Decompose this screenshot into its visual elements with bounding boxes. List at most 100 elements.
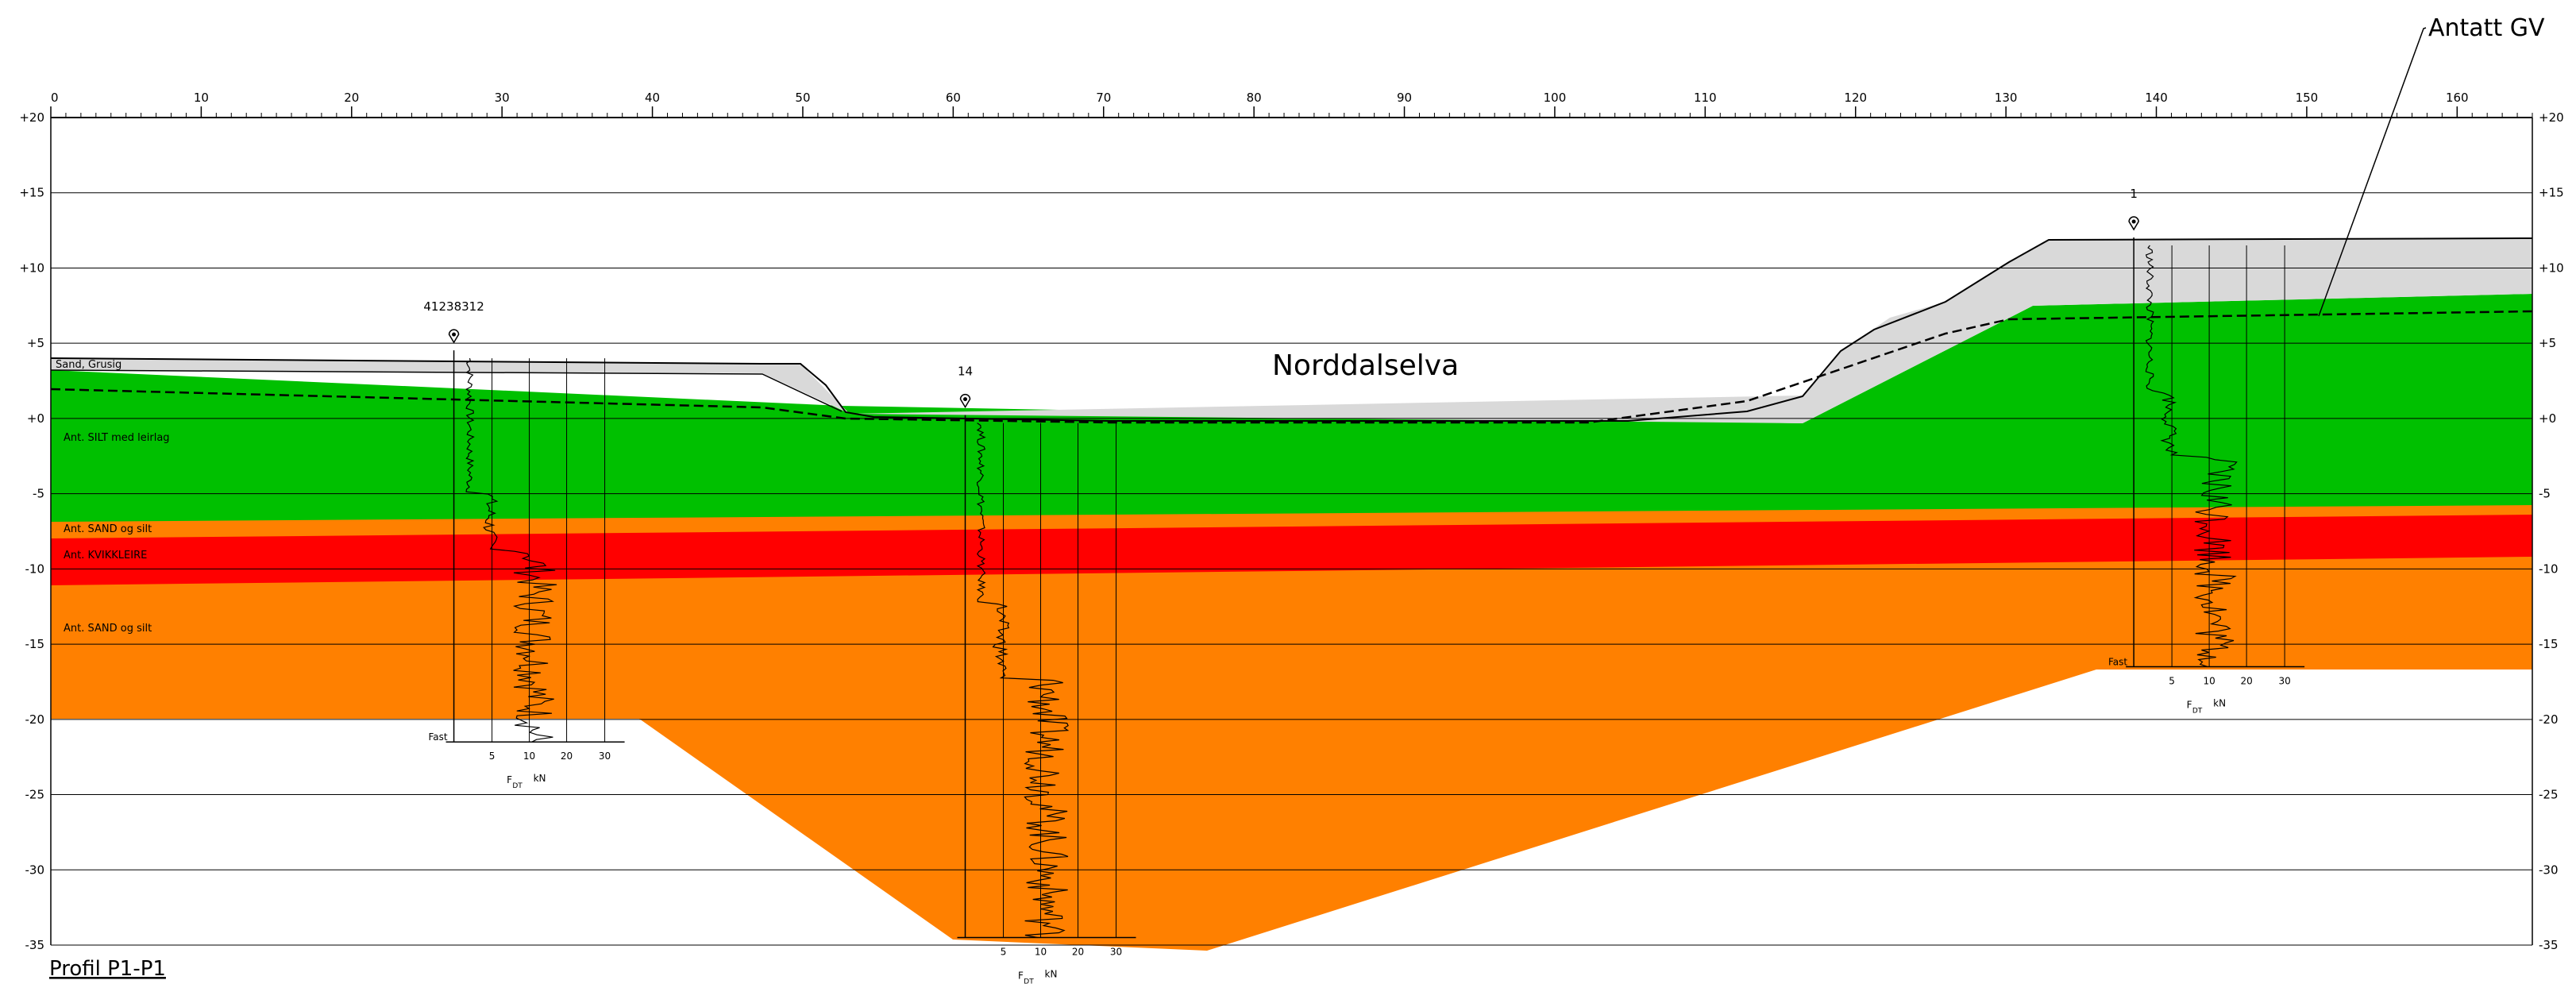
force-axis-sub: DT xyxy=(1024,978,1034,984)
borehole-id: 41238312 xyxy=(423,299,484,314)
gw-line xyxy=(50,310,2533,424)
force-scale-label: 20 xyxy=(561,751,573,762)
force-scale-label: 5 xyxy=(2169,676,2175,687)
y-tick-label-left: +20 xyxy=(19,110,44,125)
orange-upper-fill xyxy=(51,504,2532,538)
soil-label-sand-silt-upper: Ant. SAND og silt xyxy=(64,523,152,535)
y-tick-label-right: -35 xyxy=(2539,938,2559,952)
y-axis-left-ticks: +20+15+10+5+0-5-10-15-20-25-30-35 xyxy=(19,110,44,952)
force-scale-label: 30 xyxy=(599,751,611,762)
soil-label-quickclay: Ant. KVIKKLEIRE xyxy=(64,550,147,561)
borehole-marker-dot xyxy=(452,332,457,337)
profile-title: Profil P1-P1 xyxy=(49,957,166,981)
borehole-marker-dot xyxy=(2131,219,2136,224)
y-tick-label-left: -35 xyxy=(25,938,45,952)
borehole-marker-dot xyxy=(963,397,968,402)
y-tick-label-right: +10 xyxy=(2539,260,2564,275)
y-tick-label-right: -15 xyxy=(2539,637,2559,651)
sand-top-band xyxy=(51,359,762,373)
y-tick-label-left: -20 xyxy=(25,712,45,727)
force-axis-sub: DT xyxy=(2192,708,2203,716)
y-tick-label-right: +5 xyxy=(2539,336,2556,350)
y-tick-label-right: +0 xyxy=(2539,411,2556,426)
y-tick-label-right: -5 xyxy=(2539,487,2551,501)
force-axis-sub: DT xyxy=(512,782,523,790)
x-tick-label: 10 xyxy=(194,91,209,105)
x-tick-label: 90 xyxy=(1397,91,1412,105)
force-unit-label: kN xyxy=(2213,698,2226,709)
x-tick-label: 60 xyxy=(946,91,961,105)
y-tick-label-left: +15 xyxy=(19,186,44,200)
axis-frame xyxy=(50,117,2533,945)
sounding-trace xyxy=(2145,245,2238,668)
x-tick-label: 160 xyxy=(2446,91,2469,105)
force-unit-label: kN xyxy=(1045,969,1058,980)
x-tick-label: 140 xyxy=(2145,91,2168,105)
silt-fill xyxy=(51,294,2532,522)
y-tick-label-left: -10 xyxy=(25,561,45,576)
sounding-trace xyxy=(976,423,1070,939)
force-scale-label: 20 xyxy=(1072,947,1084,958)
borehole-id: 14 xyxy=(958,365,973,379)
x-tick-label: 100 xyxy=(1544,91,1567,105)
y-tick-label-left: -30 xyxy=(25,862,45,877)
x-axis-ticks: 0 10 20 30 40 50 60 70 80 90 100 110 120 130 140 150 160 xyxy=(50,91,2533,118)
x-tick-label: 120 xyxy=(1844,91,1867,105)
x-tick-label: 110 xyxy=(1694,91,1717,105)
force-axis-label: F xyxy=(1018,970,1024,982)
force-scale-label: 10 xyxy=(2203,676,2215,687)
soil-layers xyxy=(51,238,2532,951)
x-tick-label: 0 xyxy=(51,91,59,105)
sand-bottom-line xyxy=(50,369,843,412)
soil-label-sand-silt-lower: Ant. SAND og silt xyxy=(64,623,152,635)
force-scale-label: 5 xyxy=(489,751,496,762)
terrain-outline xyxy=(50,237,2533,424)
y-tick-label-right: +20 xyxy=(2539,110,2564,125)
force-scale-label: 10 xyxy=(1035,947,1047,958)
x-tick-label: 150 xyxy=(2296,91,2319,105)
sounding-trace xyxy=(465,357,557,743)
y-tick-label-left: +10 xyxy=(19,260,44,275)
y-tick-label-left: +0 xyxy=(27,411,44,426)
terrain-surface-line xyxy=(50,237,2533,422)
x-tick-label: 50 xyxy=(795,91,810,105)
sand-gravel-fill xyxy=(51,238,2532,423)
orange-deep-fill xyxy=(51,549,2532,951)
force-scale-label: 10 xyxy=(523,751,535,762)
force-unit-label: kN xyxy=(534,773,546,784)
y-tick-label-right: -20 xyxy=(2539,712,2559,727)
soil-label-sand-gravel: Sand, Grusig xyxy=(56,359,121,371)
gw-leader-line xyxy=(2318,27,2427,317)
x-tick-label: 20 xyxy=(344,91,359,105)
borehole-id: 1 xyxy=(2130,187,2138,201)
y-tick-label-left: +5 xyxy=(27,336,44,350)
gw-label: Antatt GV xyxy=(2428,14,2545,42)
y-tick-label-right: -10 xyxy=(2539,561,2559,576)
force-scale-label: 30 xyxy=(1110,947,1122,958)
y-tick-label-left: -25 xyxy=(25,788,45,802)
x-tick-label: 30 xyxy=(495,91,510,105)
force-axis-label: F xyxy=(2187,700,2192,711)
x-tick-label: 70 xyxy=(1096,91,1111,105)
x-tick-label: 80 xyxy=(1247,91,1262,105)
force-axis-label: F xyxy=(507,774,512,785)
force-scale-label: 30 xyxy=(2278,676,2290,687)
y-tick-label-right: -25 xyxy=(2539,788,2559,802)
x-tick-label: 40 xyxy=(645,91,660,105)
y-tick-label-left: -5 xyxy=(33,487,44,501)
y-tick-label-right: +15 xyxy=(2539,186,2564,200)
y-tick-label-right: -30 xyxy=(2539,862,2559,877)
soil-label-silt: Ant. SILT med leirlag xyxy=(64,432,170,444)
borehole-stop-label: Fast xyxy=(2108,657,2127,668)
quickclay-fill xyxy=(51,511,2532,585)
force-scale-label: 5 xyxy=(1001,947,1007,958)
x-tick-label: 130 xyxy=(1995,91,2018,105)
river-label: Norddalselva xyxy=(1272,349,1459,382)
y-axis-right-ticks: +20 +15 +10 +5 +0 -5 -10 -15 -20 -25 -30 -35 xyxy=(2539,110,2564,952)
force-scale-label: 20 xyxy=(2240,676,2252,687)
